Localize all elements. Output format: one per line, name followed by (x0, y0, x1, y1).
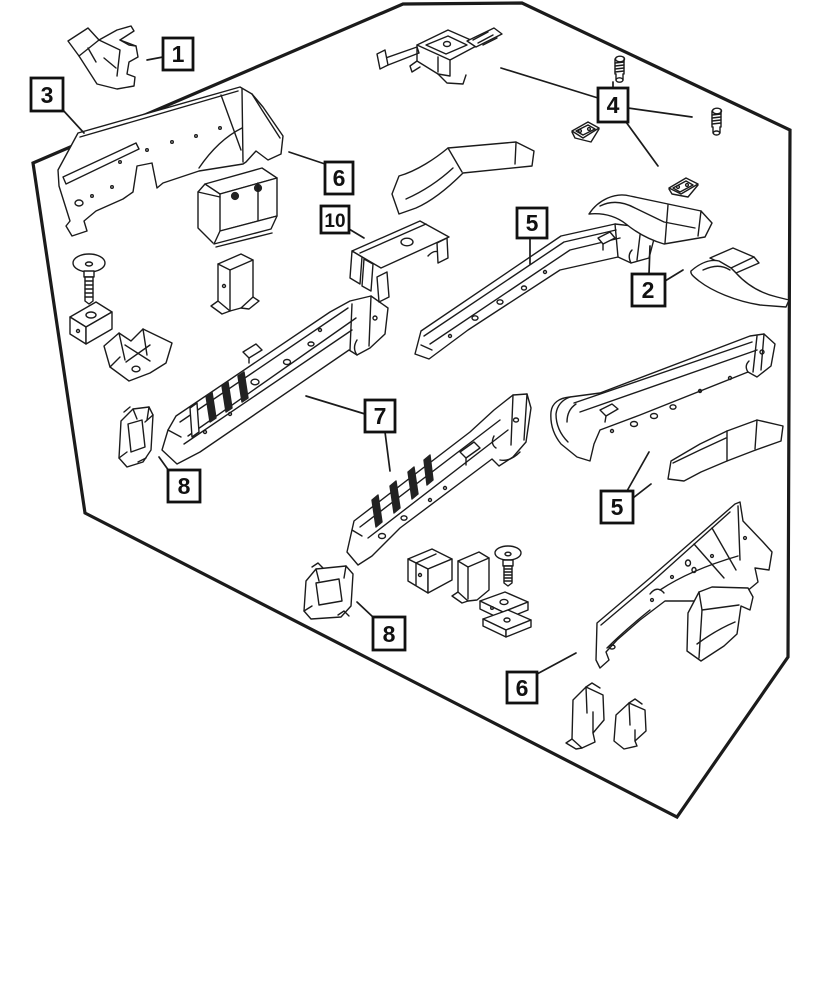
callout-box[interactable] (166, 468, 202, 504)
callout-box[interactable] (363, 398, 397, 434)
callout-number: 7 (374, 403, 387, 429)
part-ring-bracket-left (118, 406, 154, 468)
leader-10 (348, 228, 365, 239)
callout-number: 5 (526, 210, 539, 236)
callout-number: 5 (611, 494, 624, 520)
part-box-bracket-center (407, 548, 453, 594)
part-clip-bottom-b (613, 698, 647, 750)
leader-7-left (305, 395, 366, 415)
callout-box[interactable] (323, 160, 355, 196)
callout-box[interactable] (630, 272, 667, 308)
callout-1[interactable]: 1 (161, 36, 195, 72)
part-z-channel-right (667, 419, 784, 482)
part-bracket-top-left (67, 25, 139, 90)
leader-4-down (625, 121, 659, 167)
callout-box[interactable] (596, 86, 630, 124)
leader-3 (61, 108, 85, 134)
leader-8-bottom (356, 601, 375, 619)
part-nut-clip-a (571, 121, 600, 143)
leader-lines (61, 56, 693, 675)
callout-box[interactable] (319, 204, 351, 235)
diagram-border (31, 1, 792, 820)
callout-5-lower[interactable]: 5 (599, 489, 635, 525)
callout-number: 6 (516, 675, 529, 701)
part-ring-bracket-center (303, 562, 354, 620)
part-curved-bracket-lower (690, 247, 790, 308)
part-channel-bottom-right (686, 586, 754, 662)
part-frame-rail-center (346, 393, 532, 566)
callout-number: 3 (41, 82, 54, 108)
callout-8-left[interactable]: 8 (166, 468, 202, 504)
leader-7-down (384, 431, 391, 472)
part-u-bracket-center (451, 551, 490, 604)
callout-4[interactable]: 4 (596, 86, 630, 124)
part-nut-clip-b (668, 177, 699, 198)
part-clip-bottom-a (565, 682, 605, 750)
part-side-rail-right (550, 333, 776, 462)
leader-4-right (627, 107, 693, 118)
part-u-bracket-left (210, 253, 260, 315)
callout-3[interactable]: 3 (29, 76, 65, 113)
part-apron-panel-right (595, 501, 773, 669)
leader-1 (146, 56, 164, 61)
callout-10[interactable]: 10 (319, 204, 351, 235)
callout-box[interactable] (515, 206, 549, 240)
callout-number: 4 (607, 92, 620, 118)
part-mount-bracket-top-center (376, 27, 503, 85)
part-curved-bracket-upper (588, 194, 713, 245)
leader-6-lower (536, 652, 577, 675)
callout-5-upper[interactable]: 5 (515, 206, 549, 240)
callout-box[interactable] (29, 76, 65, 113)
part-channel-bracket-10 (349, 220, 450, 303)
part-carriage-bolt-center (494, 545, 522, 587)
part-nut-plate-left (69, 301, 113, 345)
part-channel-bracket-left (197, 167, 278, 248)
callout-box[interactable] (505, 670, 539, 705)
part-support-bracket-left (103, 328, 173, 382)
leader-5-lower-b (632, 483, 652, 499)
leader-2-up (648, 245, 651, 275)
callout-number: 1 (172, 41, 185, 67)
leader-6-upper (288, 151, 326, 165)
callout-8-bottom[interactable]: 8 (371, 615, 407, 652)
part-nut-plates-center (479, 591, 532, 638)
callout-number: 8 (383, 621, 396, 647)
callout-number: 2 (642, 277, 655, 303)
leader-2-right (664, 269, 684, 282)
callout-box[interactable] (599, 489, 635, 525)
callout-box[interactable] (371, 615, 407, 652)
callout-box[interactable] (161, 36, 195, 72)
callout-6-lower[interactable]: 6 (505, 670, 539, 705)
part-side-rail-upper (414, 223, 655, 360)
leader-4-left (500, 67, 599, 99)
callout-number: 10 (324, 211, 345, 232)
callout-7[interactable]: 7 (363, 398, 397, 434)
callout-6-upper[interactable]: 6 (323, 160, 355, 196)
part-stud-right (711, 107, 723, 136)
callout-number: 6 (333, 165, 346, 191)
callout-number: 8 (178, 473, 191, 499)
part-deflector-shield-center (391, 141, 535, 215)
part-apron-panel-left (57, 86, 284, 237)
part-stud-left (614, 55, 626, 83)
callout-2[interactable]: 2 (630, 272, 667, 308)
part-frame-rail-front-left (161, 295, 389, 465)
part-carriage-bolt-left (72, 253, 106, 305)
leader-5-lower-a (626, 451, 650, 492)
